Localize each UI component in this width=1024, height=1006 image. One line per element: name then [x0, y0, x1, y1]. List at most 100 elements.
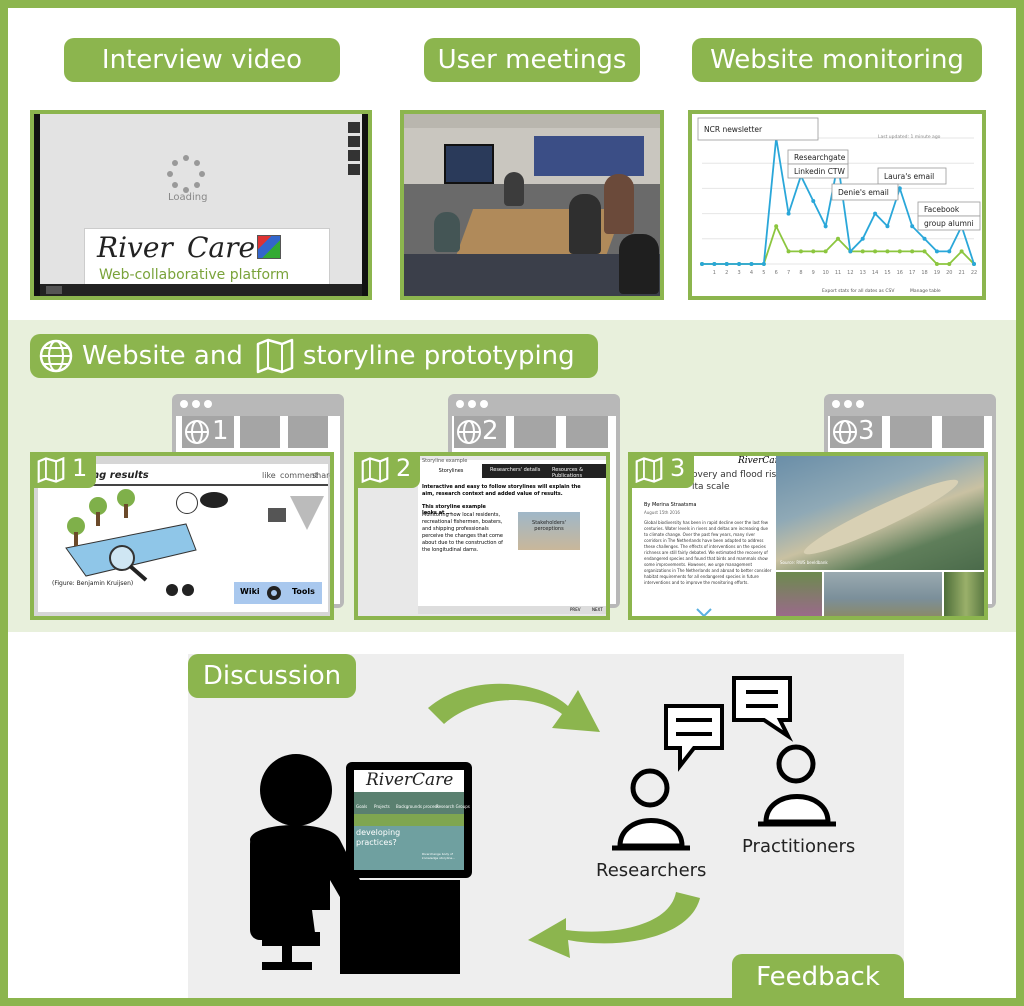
- green-series-point: [885, 249, 890, 254]
- person-at-computer-icon: [250, 754, 460, 974]
- heart-icon[interactable]: [348, 122, 360, 133]
- x-tick-label: 9: [812, 270, 815, 276]
- blue-series-point: [897, 186, 902, 191]
- green-series-point: [823, 249, 828, 254]
- feedback-title: Feedback: [732, 954, 904, 1000]
- monitor-menu-2: Projects: [374, 804, 390, 809]
- blue-series-point: [712, 262, 717, 266]
- blue-series-point: [724, 262, 729, 266]
- storyline-prototype-1: ng results like comment share (Figure: B…: [30, 452, 334, 620]
- blue-series-point: [922, 236, 927, 241]
- monitor-menu-3: Backgrounds process: [396, 804, 439, 809]
- comment-link[interactable]: comment: [280, 471, 319, 480]
- annotation-label: Denie's email: [838, 188, 889, 197]
- storyline-prototype-2: Storyline example Storylines Researchers…: [354, 452, 610, 620]
- aerial-river-photo: Source: RWS beeldbank: [776, 456, 984, 570]
- tab-researchers[interactable]: Researchers' details: [490, 467, 541, 473]
- annotation-label: NCR newsletter: [704, 125, 763, 134]
- blue-series-point: [737, 262, 742, 266]
- x-tick-label: 8: [799, 270, 802, 276]
- storyline-badge-2: 2: [354, 452, 420, 488]
- last-updated-text: Last updated: 1 minute ago: [878, 134, 941, 140]
- blue-series-point: [761, 262, 766, 266]
- practitioner-person-icon: [758, 744, 836, 827]
- prototyping-title: Website and storyline prototyping: [30, 334, 598, 378]
- discussion-title: Discussion: [188, 654, 356, 698]
- user-meetings-title: User meetings: [424, 38, 640, 82]
- annotation-box: [917, 215, 981, 231]
- monitor-menu-4: Research Groups: [436, 804, 470, 809]
- river-landscape-drawing: [65, 489, 197, 582]
- x-tick-label: 18: [921, 270, 927, 276]
- tab-storylines[interactable]: Storylines: [420, 464, 482, 478]
- manage-table-link[interactable]: Manage table: [910, 288, 941, 294]
- storyline-1-caption: (Figure: Benjamin Kruijsen): [52, 580, 134, 587]
- annotation-box: [697, 117, 819, 141]
- green-series-point: [922, 249, 927, 254]
- info-icon[interactable]: [348, 150, 360, 161]
- wiki-tools-panel[interactable]: Wiki Tools: [234, 582, 322, 604]
- blue-series-point: [947, 249, 952, 254]
- rivercare-video-logo: River Care Web-collaborative platform: [84, 228, 330, 292]
- researchers-label: Researchers: [596, 860, 707, 881]
- x-tick-label: 4: [750, 270, 753, 276]
- blue-series-point: [860, 236, 865, 241]
- storyline-3-body: Global biodiversity has been in rapid de…: [644, 520, 772, 585]
- window-shape: [534, 136, 644, 176]
- arrow-to-researchers-icon: [428, 683, 600, 732]
- blue-series-point: [786, 211, 791, 216]
- x-tick-label: 1: [713, 270, 716, 276]
- practitioners-label: Practitioners: [742, 836, 856, 857]
- tab-resources[interactable]: Resources & Publications: [552, 467, 584, 479]
- video-side-controls[interactable]: [348, 122, 360, 175]
- storyline-3-heading: overy and flood risk: [692, 470, 782, 480]
- annotation-box: [877, 167, 947, 185]
- storyline-2-photo: Stakeholders' perceptions: [518, 512, 580, 550]
- prev-arrow-icon[interactable]: [166, 584, 178, 596]
- green-series-point: [897, 249, 902, 254]
- funnel-icon: [290, 496, 324, 530]
- next-arrow-icon[interactable]: [182, 584, 194, 596]
- x-tick-label: 20: [946, 270, 952, 276]
- annotation-box: [831, 183, 899, 201]
- monitor-text-1: developing: [356, 828, 401, 837]
- bird-photo: [824, 572, 942, 616]
- green-series-point: [873, 249, 878, 254]
- storyline-2-intro: Interactive and easy to follow storyline…: [422, 484, 581, 497]
- x-tick-label: 21: [958, 270, 964, 276]
- clock-icon[interactable]: [348, 136, 360, 147]
- gear-icon[interactable]: [264, 583, 284, 603]
- x-tick-label: 12: [847, 270, 853, 276]
- green-series-point: [836, 236, 840, 241]
- prev-button[interactable]: PREV: [570, 607, 581, 612]
- blue-series-point: [823, 224, 828, 229]
- monitor-menu-1: Goals: [356, 804, 368, 809]
- green-series-point: [947, 262, 952, 266]
- export-link[interactable]: Export stats for all dates as CSV: [822, 288, 895, 294]
- chevron-down-icon[interactable]: [696, 608, 712, 618]
- share-icon[interactable]: [348, 164, 360, 175]
- annotation-label: Laura's email: [884, 172, 934, 181]
- storyline-2-tabs[interactable]: Storylines Researchers' details Resource…: [420, 464, 606, 479]
- tools-button[interactable]: Tools: [292, 587, 315, 596]
- video-control-bar[interactable]: [40, 284, 362, 296]
- next-button[interactable]: NEXT: [592, 607, 603, 612]
- monitor-small-text: Riverchange body of knowledge storyline.…: [422, 852, 456, 860]
- x-tick-label: 2: [725, 270, 728, 276]
- annotation-label: Researchgate: [794, 153, 846, 162]
- wiki-button[interactable]: Wiki: [240, 587, 260, 596]
- monitor-logo: RiverCare: [366, 770, 454, 790]
- storyline-3-logo: RiverCare: [738, 456, 785, 466]
- blue-series-point: [972, 262, 976, 266]
- blue-series-point: [934, 249, 939, 254]
- share-link[interactable]: share: [312, 471, 334, 480]
- screen-shape: [444, 144, 494, 184]
- x-tick-label: 5: [762, 270, 765, 276]
- play-icon[interactable]: [46, 286, 62, 294]
- globe-icon: [39, 339, 73, 373]
- cube-stack-icon: [268, 508, 286, 522]
- like-link[interactable]: like: [262, 471, 276, 480]
- storyline-2-sub: This storyline example looks at ...: [422, 504, 486, 516]
- x-tick-label: 14: [872, 270, 878, 276]
